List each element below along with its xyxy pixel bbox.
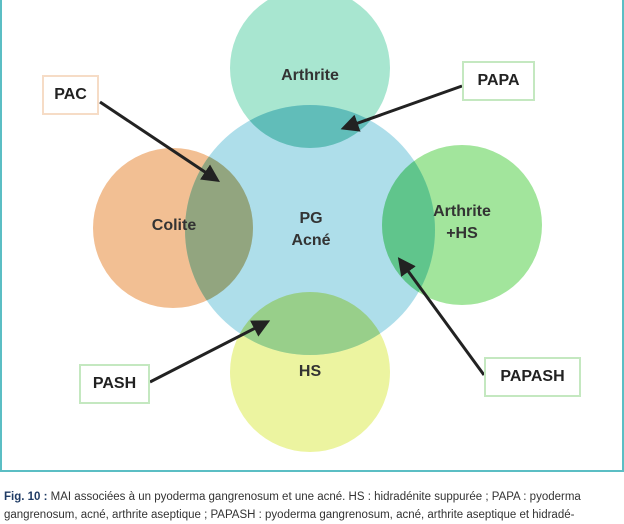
venn-diagram [93, 0, 542, 452]
tag-pash: PASH [79, 364, 150, 404]
label-arthrite-2: Arthrite [433, 203, 491, 220]
caption-line-1-text: MAI associées à un pyoderma gangrenosum … [50, 491, 581, 503]
frame-bottom-border [0, 470, 624, 472]
caption-figure-number: Fig. 10 : [4, 491, 48, 503]
tag-papash: PAPASH [484, 357, 581, 397]
arrow-pac [99, 100, 220, 182]
caption-line-1: Fig. 10 : MAI associées à un pyoderma ga… [4, 488, 624, 506]
frame-left-border [0, 0, 2, 472]
overlap-arthrite-hs [382, 145, 435, 305]
tag-pac: PAC [42, 75, 99, 115]
arrow-papash [397, 257, 486, 376]
label-hs: HS [298, 363, 322, 380]
arrow-papa [340, 84, 463, 132]
label-arthrite: Arthrite [281, 67, 339, 84]
label-plus-hs: +HS [446, 225, 478, 242]
label-arthrite-hs: Arthrite +HS [433, 201, 491, 245]
overlap-colite [185, 148, 253, 308]
tag-papa: PAPA [462, 61, 535, 101]
caption-line-2: gangrenosum, acné, arthrite aseptique ; … [4, 509, 575, 521]
circle-arthrite [230, 0, 390, 148]
label-colite: Colite [151, 217, 197, 234]
label-acne: Acné [291, 232, 331, 249]
label-pg: PG [299, 210, 323, 227]
arrow-pash [149, 320, 271, 384]
label-pg-acne: PG Acné [291, 208, 330, 252]
figure-frame: Arthrite Colite PG Acné Arthrite +HS HS … [0, 0, 624, 472]
frame-right-border [622, 0, 624, 472]
circle-pg-acne [185, 105, 435, 355]
figure-caption: Fig. 10 : MAI associées à un pyoderma ga… [4, 488, 624, 524]
